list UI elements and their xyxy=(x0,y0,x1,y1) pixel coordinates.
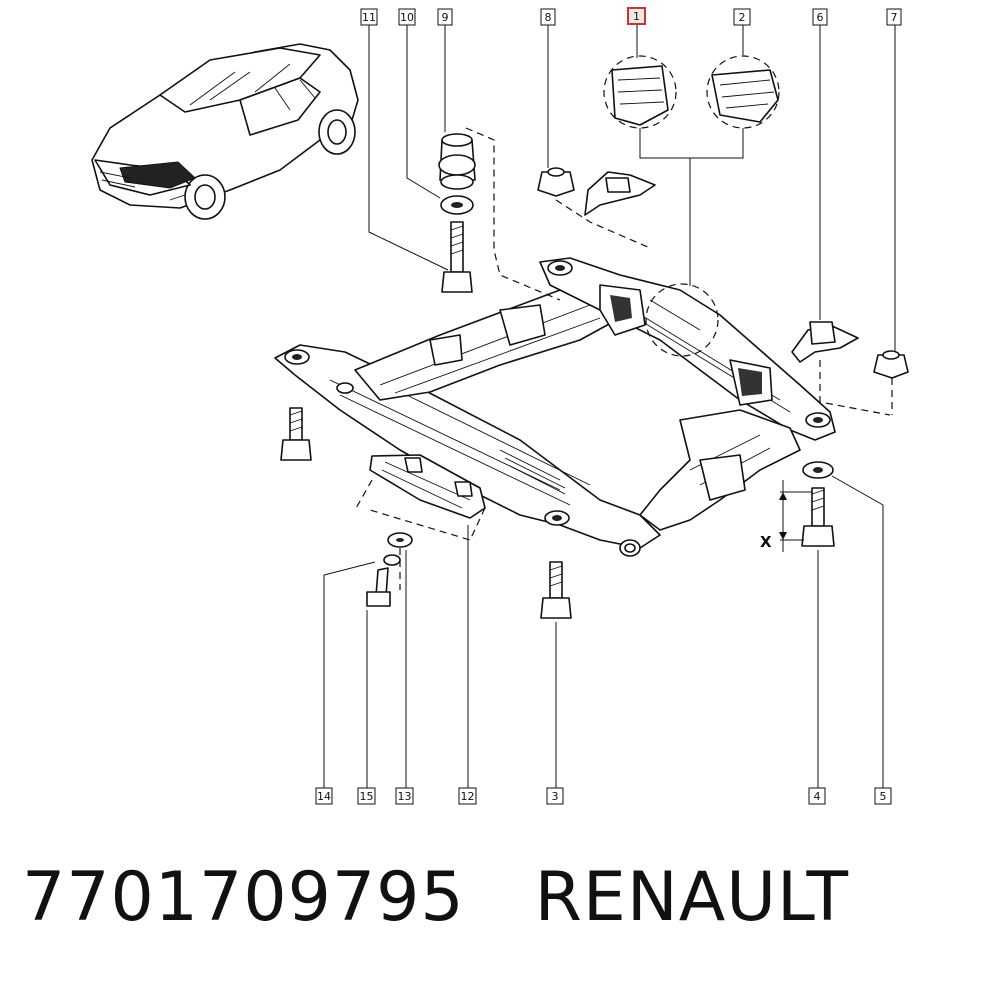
callout-number: 12 xyxy=(461,790,475,803)
assembly-dashed-lines xyxy=(399,127,893,590)
dimension-x: X xyxy=(760,480,812,552)
callout-number: 8 xyxy=(545,11,552,24)
callout-box xyxy=(437,8,453,26)
callout-10: 10 xyxy=(398,8,416,26)
guide-plate-part-12 xyxy=(354,454,486,541)
leader-lines xyxy=(323,25,896,788)
callout-3: 3 xyxy=(546,787,564,805)
callout-number: 11 xyxy=(362,11,376,24)
washer-part-10 xyxy=(440,195,474,215)
callout-11: 11 xyxy=(360,8,378,26)
callout-number: 13 xyxy=(398,790,412,803)
callout-number: 5 xyxy=(880,790,887,803)
callout-box xyxy=(458,787,477,805)
callout-4: 4 xyxy=(808,787,826,805)
clip-part-14 xyxy=(383,554,401,566)
callout-1: 1 xyxy=(627,7,646,25)
callout-box xyxy=(627,7,646,25)
callout-box xyxy=(315,787,333,805)
caption: 7701709795 RENAULT xyxy=(22,858,919,937)
callout-box xyxy=(546,787,564,805)
callout-box xyxy=(395,787,414,805)
callout-box xyxy=(808,787,826,805)
part-number: 7701709795 xyxy=(22,858,465,937)
callout-5: 5 xyxy=(874,787,892,805)
callout-number: 10 xyxy=(400,11,414,24)
callout-box xyxy=(398,8,416,26)
callout-number: 6 xyxy=(817,11,824,24)
callout-number: 1 xyxy=(633,10,640,23)
car-illustration xyxy=(91,43,359,220)
bolt-part-15 xyxy=(366,567,391,607)
callout-number: 4 xyxy=(814,790,821,803)
detail-view-2 xyxy=(706,55,780,129)
nut-part-7 xyxy=(873,350,909,379)
callout-2: 2 xyxy=(733,8,751,26)
callout-box xyxy=(540,8,556,26)
callout-box xyxy=(886,8,902,26)
callout-8: 8 xyxy=(540,8,556,26)
bush-part-9 xyxy=(438,133,476,190)
callout-box xyxy=(812,8,828,26)
callout-number: 2 xyxy=(739,11,746,24)
dimension-x-label: X xyxy=(760,533,772,551)
callout-9: 9 xyxy=(437,8,453,26)
callout-box xyxy=(357,787,376,805)
callout-box xyxy=(874,787,892,805)
nut-part-8 xyxy=(537,167,575,197)
callout-12: 12 xyxy=(458,787,477,805)
callout-number: 15 xyxy=(360,790,374,803)
callout-13: 13 xyxy=(395,787,414,805)
callout-6: 6 xyxy=(812,8,828,26)
bracket-part-6 xyxy=(791,321,859,363)
callout-14: 14 xyxy=(315,787,333,805)
bolt-part-11 xyxy=(441,221,473,293)
callout-number: 7 xyxy=(891,11,898,24)
bolt-part-4 xyxy=(801,487,835,547)
exploded-parts-diagram: X xyxy=(91,7,909,805)
subframe-cradle xyxy=(274,257,836,557)
callout-box xyxy=(733,8,751,26)
callout-number: 3 xyxy=(552,790,559,803)
bolt-left-mount xyxy=(280,407,312,461)
callout-number: 14 xyxy=(317,790,331,803)
bracket-upper-left xyxy=(584,171,656,216)
detail-view-1 xyxy=(603,55,677,129)
callout-box xyxy=(360,8,378,26)
bolt-part-3 xyxy=(540,561,572,619)
callout-number: 9 xyxy=(442,11,449,24)
callout-7: 7 xyxy=(886,8,902,26)
callout-15: 15 xyxy=(357,787,376,805)
washer-part-13 xyxy=(387,532,413,548)
washer-part-5 xyxy=(802,461,834,479)
brand-name: RENAULT xyxy=(534,858,850,937)
